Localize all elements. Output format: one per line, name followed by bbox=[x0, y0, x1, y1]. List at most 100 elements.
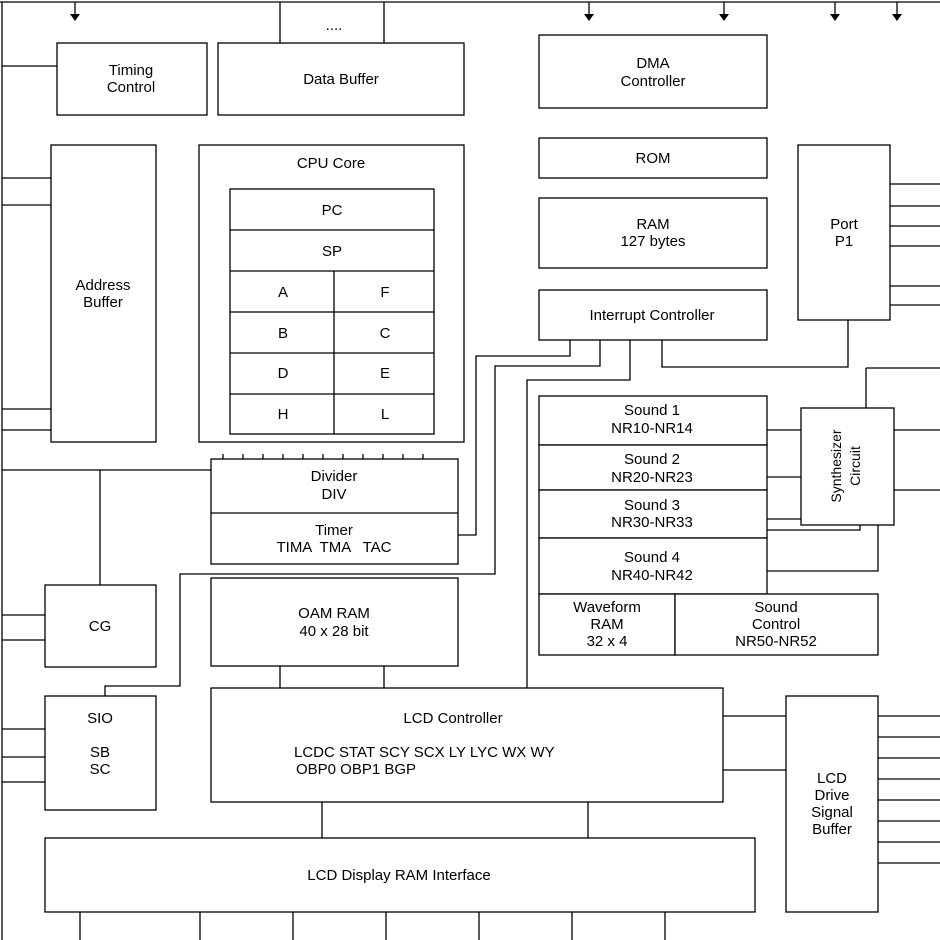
svg-text:SC: SC bbox=[90, 761, 111, 778]
svg-text:Port: Port bbox=[830, 216, 858, 233]
arrow-top-5 bbox=[892, 2, 902, 21]
cg-block: CG bbox=[2, 470, 157, 668]
svg-text:Interrupt Controller: Interrupt Controller bbox=[589, 307, 714, 324]
svg-text:NR10-NR14: NR10-NR14 bbox=[611, 420, 693, 437]
svg-text:RAM: RAM bbox=[590, 616, 623, 633]
svg-text:LCD Display RAM Interface: LCD Display RAM Interface bbox=[307, 867, 490, 884]
port-p1-block: Port P1 bbox=[797, 144, 940, 321]
svg-text:Controller: Controller bbox=[620, 73, 685, 90]
sound-4-block: Sound 4 NR40-NR42 bbox=[538, 537, 768, 595]
svg-text:Waveform: Waveform bbox=[573, 599, 641, 616]
data-buffer-block: Data Buffer bbox=[217, 42, 465, 116]
address-bus-lines bbox=[2, 177, 51, 431]
svg-text:ROM: ROM bbox=[636, 150, 671, 167]
oam-ram-block: OAM RAM 40 x 28 bit bbox=[210, 577, 459, 688]
svg-text:Sound 4: Sound 4 bbox=[624, 549, 680, 566]
divider-register: DIV bbox=[321, 486, 346, 503]
svg-text:LCD: LCD bbox=[817, 770, 847, 787]
timer-label: Timer bbox=[315, 522, 353, 539]
sound-section: Sound 1 NR10-NR14 Sound 2 NR20-NR23 Soun… bbox=[538, 367, 940, 656]
svg-text:NR40-NR42: NR40-NR42 bbox=[611, 567, 693, 584]
register-e: E bbox=[380, 365, 390, 382]
svg-text:NR30-NR33: NR30-NR33 bbox=[611, 514, 693, 531]
svg-text:RAM: RAM bbox=[636, 216, 669, 233]
svg-text:Control: Control bbox=[752, 616, 800, 633]
svg-text:Control: Control bbox=[107, 79, 155, 96]
data-bus-lines: .... bbox=[279, 2, 385, 43]
lcd-drive-signal-buffer-block: LCD Drive Signal Buffer bbox=[785, 695, 940, 913]
display-ram-bus-lines bbox=[79, 912, 666, 940]
svg-text:32 x 4: 32 x 4 bbox=[587, 633, 628, 650]
synthesizer-circuit-block: Synthesizer Circuit bbox=[800, 407, 895, 526]
arrow-top-2 bbox=[584, 2, 594, 21]
sound-control-block: Sound Control NR50-NR52 bbox=[674, 593, 879, 656]
svg-text:LCD Controller: LCD Controller bbox=[403, 710, 502, 727]
register-h: H bbox=[278, 406, 289, 423]
divider-clock-ticks bbox=[222, 454, 424, 459]
svg-text:CG: CG bbox=[89, 618, 112, 635]
sound-2-block: Sound 2 NR20-NR23 bbox=[538, 444, 768, 491]
svg-text:Circuit: Circuit bbox=[847, 446, 863, 486]
rom-block: ROM bbox=[538, 137, 768, 179]
svg-text:127 bytes: 127 bytes bbox=[620, 233, 685, 250]
interrupt-wiring bbox=[104, 320, 849, 696]
svg-text:P1: P1 bbox=[835, 233, 853, 250]
svg-text:Sound 1: Sound 1 bbox=[624, 402, 680, 419]
arrow-top-1 bbox=[70, 2, 80, 21]
register-pc: PC bbox=[322, 202, 343, 219]
svg-text:Signal: Signal bbox=[811, 804, 853, 821]
svg-text:CPU Core: CPU Core bbox=[297, 155, 365, 172]
interrupt-controller-block: Interrupt Controller bbox=[538, 289, 768, 341]
register-d: D bbox=[278, 365, 289, 382]
svg-text:Sound 2: Sound 2 bbox=[624, 451, 680, 468]
svg-text:DMA: DMA bbox=[636, 55, 669, 72]
svg-text:OAM RAM: OAM RAM bbox=[298, 605, 370, 622]
sio-block: SIO SB SC bbox=[2, 695, 157, 811]
port-p1-pins bbox=[890, 183, 940, 306]
register-sp: SP bbox=[322, 243, 342, 260]
register-c: C bbox=[380, 325, 391, 342]
lcd-drive-pins bbox=[878, 715, 940, 864]
svg-text:NR20-NR23: NR20-NR23 bbox=[611, 469, 693, 486]
arrow-top-4 bbox=[830, 2, 840, 21]
svg-text:LCDC STAT SCY SCX LY LYC WX WY: LCDC STAT SCY SCX LY LYC WX WY bbox=[294, 744, 555, 761]
svg-text:Drive: Drive bbox=[814, 787, 849, 804]
data-bus-ellipsis: .... bbox=[326, 17, 343, 34]
sound-1-block: Sound 1 NR10-NR14 bbox=[538, 395, 768, 446]
waveform-ram-block: Waveform RAM 32 x 4 bbox=[538, 593, 676, 656]
svg-text:Address: Address bbox=[75, 277, 130, 294]
lcd-controller-block: LCD Controller LCDC STAT SCY SCX LY LYC … bbox=[210, 687, 786, 838]
svg-text:Sound: Sound bbox=[754, 599, 797, 616]
svg-text:Data Buffer: Data Buffer bbox=[303, 71, 379, 88]
svg-text:SIO: SIO bbox=[87, 710, 113, 727]
register-b: B bbox=[278, 325, 288, 342]
arrow-top-3 bbox=[719, 2, 729, 21]
svg-text:Timing: Timing bbox=[109, 62, 153, 79]
register-a: A bbox=[278, 284, 288, 301]
register-file: PC SP A F B C D E H L bbox=[229, 188, 435, 435]
timing-control-block: Timing Control bbox=[2, 42, 208, 116]
svg-text:Synthesizer: Synthesizer bbox=[828, 429, 844, 502]
dma-controller-block: DMA Controller bbox=[538, 34, 768, 109]
divider-timer-block: Divider DIV Timer TIMA TMA TAC bbox=[2, 454, 459, 565]
svg-text:Sound 3: Sound 3 bbox=[624, 497, 680, 514]
svg-text:40 x 28 bit: 40 x 28 bit bbox=[299, 623, 369, 640]
svg-text:Buffer: Buffer bbox=[83, 294, 123, 311]
svg-text:Buffer: Buffer bbox=[812, 821, 852, 838]
cpu-core-block: CPU Core PC SP A F B C D E H L bbox=[198, 144, 465, 443]
address-buffer-block: Address Buffer bbox=[2, 144, 157, 443]
sound-3-block: Sound 3 NR30-NR33 bbox=[538, 489, 768, 539]
register-l: L bbox=[381, 406, 389, 423]
svg-text:OBP0 OBP1 BGP: OBP0 OBP1 BGP bbox=[296, 761, 416, 778]
timer-registers: TIMA TMA TAC bbox=[276, 539, 391, 556]
lcd-display-ram-interface-block: LCD Display RAM Interface bbox=[44, 837, 756, 940]
sound-to-synthesizer-wiring bbox=[767, 429, 940, 572]
svg-text:SB: SB bbox=[90, 744, 110, 761]
svg-text:NR50-NR52: NR50-NR52 bbox=[735, 633, 817, 650]
divider-label: Divider bbox=[311, 468, 358, 485]
top-output-arrows bbox=[70, 2, 902, 21]
register-f: F bbox=[380, 284, 389, 301]
ram-block: RAM 127 bytes bbox=[538, 197, 768, 269]
